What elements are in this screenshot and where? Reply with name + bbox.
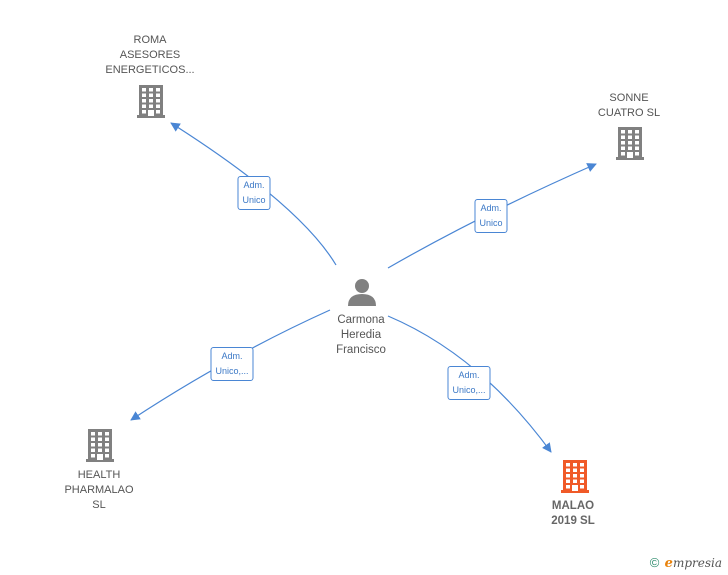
edge-label-sonne[interactable]: Adm. Unico xyxy=(474,199,508,233)
company-label-roma[interactable]: ROMA ASESORES ENERGETICOS... xyxy=(105,34,195,76)
building-icon[interactable] xyxy=(137,85,165,118)
edge-roma xyxy=(170,122,337,266)
company-label-malao[interactable]: MALAO 2019 SL xyxy=(551,500,595,527)
footer-brand: © empresia xyxy=(650,555,722,571)
edge-label-health[interactable]: Adm. Unico,... xyxy=(210,347,254,381)
person-icon[interactable] xyxy=(348,279,376,306)
building-icon[interactable] xyxy=(86,429,114,462)
edge-label-roma[interactable]: Adm. Unico xyxy=(237,176,271,210)
copyright-icon: © xyxy=(649,555,660,570)
company-label-health[interactable]: HEALTH PHARMALAO SL xyxy=(64,469,134,511)
building-icon[interactable] xyxy=(561,460,589,493)
brand-logo: empresia xyxy=(664,556,722,571)
building-icon[interactable] xyxy=(616,127,644,160)
person-label[interactable]: Carmona Heredia Francisco xyxy=(336,314,386,356)
company-label-sonne[interactable]: SONNE CUATRO SL xyxy=(597,92,661,119)
edge-label-malao[interactable]: Adm. Unico,... xyxy=(447,366,491,400)
